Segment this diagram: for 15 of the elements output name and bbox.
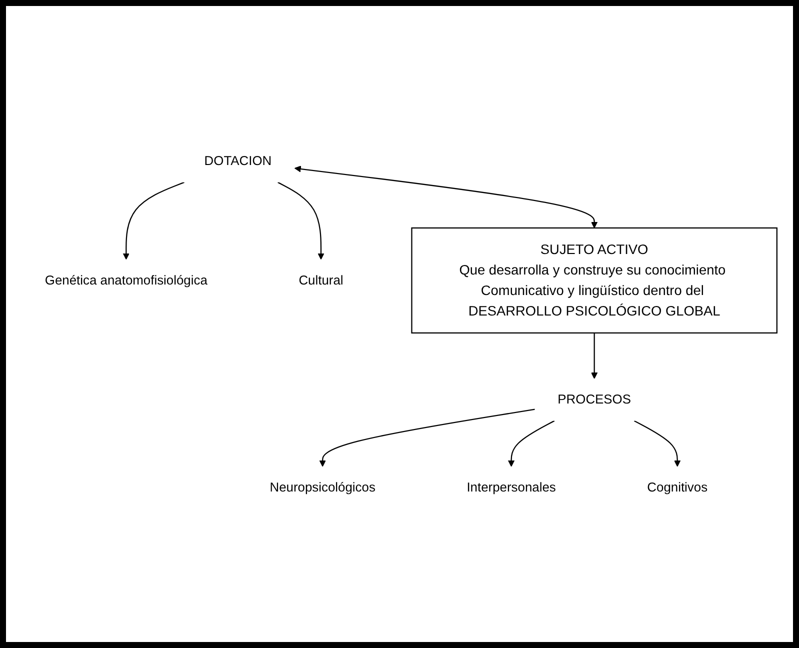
arrow — [634, 420, 681, 466]
arrow — [508, 420, 555, 466]
node-text: Cultural — [298, 272, 344, 288]
arrow — [122, 181, 184, 260]
arrow — [319, 408, 535, 466]
arrow — [278, 181, 324, 260]
node-text: Cognitivos — [647, 480, 708, 494]
node-box — [411, 227, 778, 334]
node-text: Neuropsicológicos — [270, 480, 376, 494]
node-text: Interpersonales — [466, 480, 556, 494]
node-text: DOTACION — [204, 153, 272, 168]
node-text: PROCESOS — [558, 392, 631, 406]
arrow — [294, 165, 598, 228]
arrow — [590, 332, 598, 378]
node-text: Genética anatomofisiológica — [44, 272, 208, 288]
